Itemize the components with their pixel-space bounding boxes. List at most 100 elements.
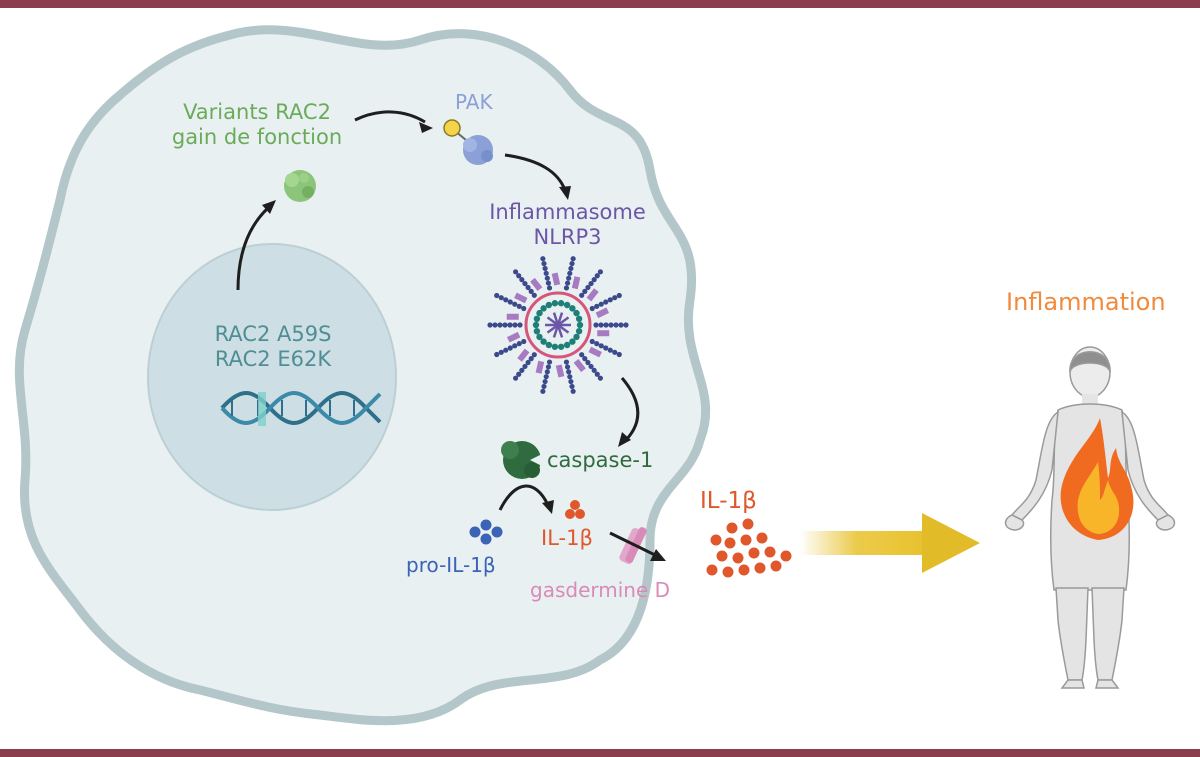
asc-filament-bead xyxy=(608,322,614,328)
asc-filament-bead xyxy=(528,288,534,294)
il1b-molecule xyxy=(724,537,736,549)
asc-filament-bead xyxy=(513,375,519,381)
inner-ring-bead xyxy=(569,305,576,312)
nlrp3-ring xyxy=(524,291,592,359)
asc-filament-bead xyxy=(531,292,537,298)
asc-filament-bead xyxy=(603,322,609,328)
asc-filament-bead xyxy=(522,363,528,370)
asc-filament-bead xyxy=(593,322,599,328)
il1b-molecules-inside xyxy=(565,500,585,519)
asc-filament-bead xyxy=(589,305,595,312)
center-star-ray xyxy=(552,324,560,338)
il1b-molecule xyxy=(722,566,734,578)
asc-filament-bead xyxy=(545,364,552,370)
asc-filament-bead xyxy=(528,356,534,362)
asc-filament-bead xyxy=(521,305,527,312)
asc-filament-bead xyxy=(598,301,604,307)
variants-label-line2: gain de fonction xyxy=(171,125,343,150)
asc-filament-bead xyxy=(594,273,600,279)
center-star-ray xyxy=(557,316,570,327)
arrow-nucleus-to-rac2 xyxy=(236,206,270,291)
nlrp3-subunit xyxy=(514,292,528,304)
asc-filament-bead xyxy=(612,295,618,301)
asc-filament-bead xyxy=(588,363,594,370)
asc-filament-bead xyxy=(607,347,613,353)
asc-filament-bead xyxy=(585,284,591,291)
il1b-molecule xyxy=(756,532,768,544)
asc-filament-bead xyxy=(568,265,574,272)
asc-filament-bead xyxy=(546,359,553,365)
asc-filament-bead xyxy=(616,292,622,299)
nucleus xyxy=(147,243,397,511)
variants-label-line1: Variants RAC2 xyxy=(183,100,331,124)
asc-filament-bead xyxy=(585,359,591,366)
asc-filament-bead xyxy=(487,322,493,328)
asc-filament-bead xyxy=(563,359,570,365)
asc-filament-bead xyxy=(566,275,572,281)
asc-filament-bead xyxy=(594,303,600,309)
asc-filament-bead xyxy=(589,338,595,345)
nlrp3-subunit xyxy=(551,272,561,286)
inner-ring-bead xyxy=(540,305,547,312)
il1b-molecule xyxy=(716,550,728,562)
asc-filament-bead xyxy=(564,280,571,286)
center-star-ray xyxy=(546,316,559,327)
nlrp3-subunit xyxy=(517,348,530,362)
asc-filament-bead xyxy=(540,256,546,262)
inner-ring-bead xyxy=(551,300,559,307)
center-star-ray xyxy=(557,323,570,334)
center-star-ray xyxy=(556,324,564,338)
pak-protein-icon xyxy=(443,119,493,165)
nlrp3-subunit xyxy=(506,313,519,320)
asc-filament-bead xyxy=(507,322,513,328)
asc-filament-bead xyxy=(603,299,609,305)
nlrp3-subunit xyxy=(555,364,565,378)
inner-ring-bead xyxy=(536,309,543,317)
inflammasome-label-line1: Inflammasome xyxy=(489,200,646,224)
nlrp3-subunit xyxy=(597,330,610,337)
flame-icon xyxy=(1060,418,1134,540)
asc-filament-bead xyxy=(597,375,603,381)
asc-filament-bead xyxy=(567,374,573,380)
asc-filament-bead xyxy=(598,322,604,328)
inner-ring-bead xyxy=(575,327,583,335)
asc-filament-bead xyxy=(517,322,523,328)
asc-filament-bead xyxy=(519,367,525,373)
asc-filament-bead xyxy=(519,277,525,283)
inner-ring-bead xyxy=(545,341,553,349)
pro-il1b-molecules xyxy=(469,519,503,545)
asc-filament-bead xyxy=(516,303,522,309)
nlrp3-subunit xyxy=(571,276,581,290)
arrow-il1b-out xyxy=(609,531,656,557)
il1b-molecule xyxy=(706,564,718,576)
asc-filament-bead xyxy=(579,352,585,358)
il1b-molecule xyxy=(770,560,782,572)
il1b-inside-label: IL-1β xyxy=(541,526,593,550)
inner-ring-bead xyxy=(533,315,541,323)
il1b-molecules-outside xyxy=(706,518,792,578)
asc-filament-bead xyxy=(502,322,508,328)
asc-filament-bead xyxy=(542,378,548,385)
gasdermin-label: gasdermine D xyxy=(530,578,671,602)
inner-ring-bead xyxy=(573,333,580,341)
asc-filament-bead xyxy=(568,378,574,385)
asc-filament-bead xyxy=(582,356,588,362)
inner-ring-bead xyxy=(533,327,541,335)
inner-ring-bead xyxy=(551,343,559,350)
nlrp3-subunit xyxy=(595,307,610,319)
asc-filament-bead xyxy=(579,292,585,298)
il1b-molecule xyxy=(748,547,760,559)
inner-ring-bead xyxy=(569,338,576,345)
asc-filament-bead xyxy=(507,345,513,351)
asc-filament-bead xyxy=(542,265,548,272)
asc-filament-bead xyxy=(566,369,572,375)
asc-filament-bead xyxy=(612,349,618,355)
asc-filament-bead xyxy=(525,284,531,291)
il1b-molecule xyxy=(764,546,776,558)
asc-filament-bead xyxy=(570,388,576,394)
asc-filament-bead xyxy=(512,343,518,349)
asc-filament-bead xyxy=(613,322,619,328)
pak-label: PAK xyxy=(455,90,493,114)
il1b-molecule xyxy=(710,534,722,546)
nlrp3-subunit xyxy=(535,360,545,374)
